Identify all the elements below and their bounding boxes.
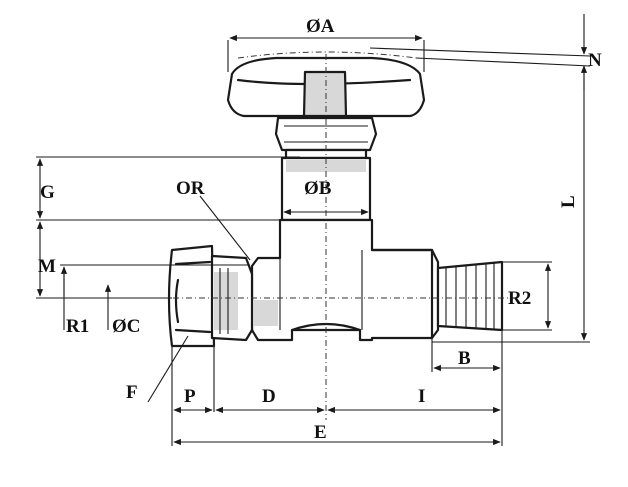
label-or: OR <box>176 178 205 199</box>
label-dia-a: ØA <box>306 16 335 37</box>
left-nut <box>167 244 254 348</box>
label-f: F <box>126 382 138 403</box>
valve-body <box>250 218 440 342</box>
label-e: E <box>314 422 327 443</box>
bonnet <box>274 116 378 222</box>
dimension-lines <box>36 14 588 446</box>
label-dia-c: ØC <box>112 316 141 337</box>
label-i: I <box>418 386 425 407</box>
label-m: M <box>38 256 56 277</box>
label-d: D <box>262 386 276 407</box>
label-n: N <box>588 50 602 71</box>
handwheel <box>226 51 426 118</box>
label-l: L <box>558 195 579 208</box>
label-dia-b: ØB <box>304 178 332 199</box>
label-p: P <box>184 386 196 407</box>
extension-lines <box>36 40 591 446</box>
label-b: B <box>458 348 471 369</box>
threaded-outlet <box>436 260 504 332</box>
label-g: G <box>40 182 55 203</box>
label-r1: R1 <box>66 316 89 337</box>
label-r2: R2 <box>508 288 531 309</box>
